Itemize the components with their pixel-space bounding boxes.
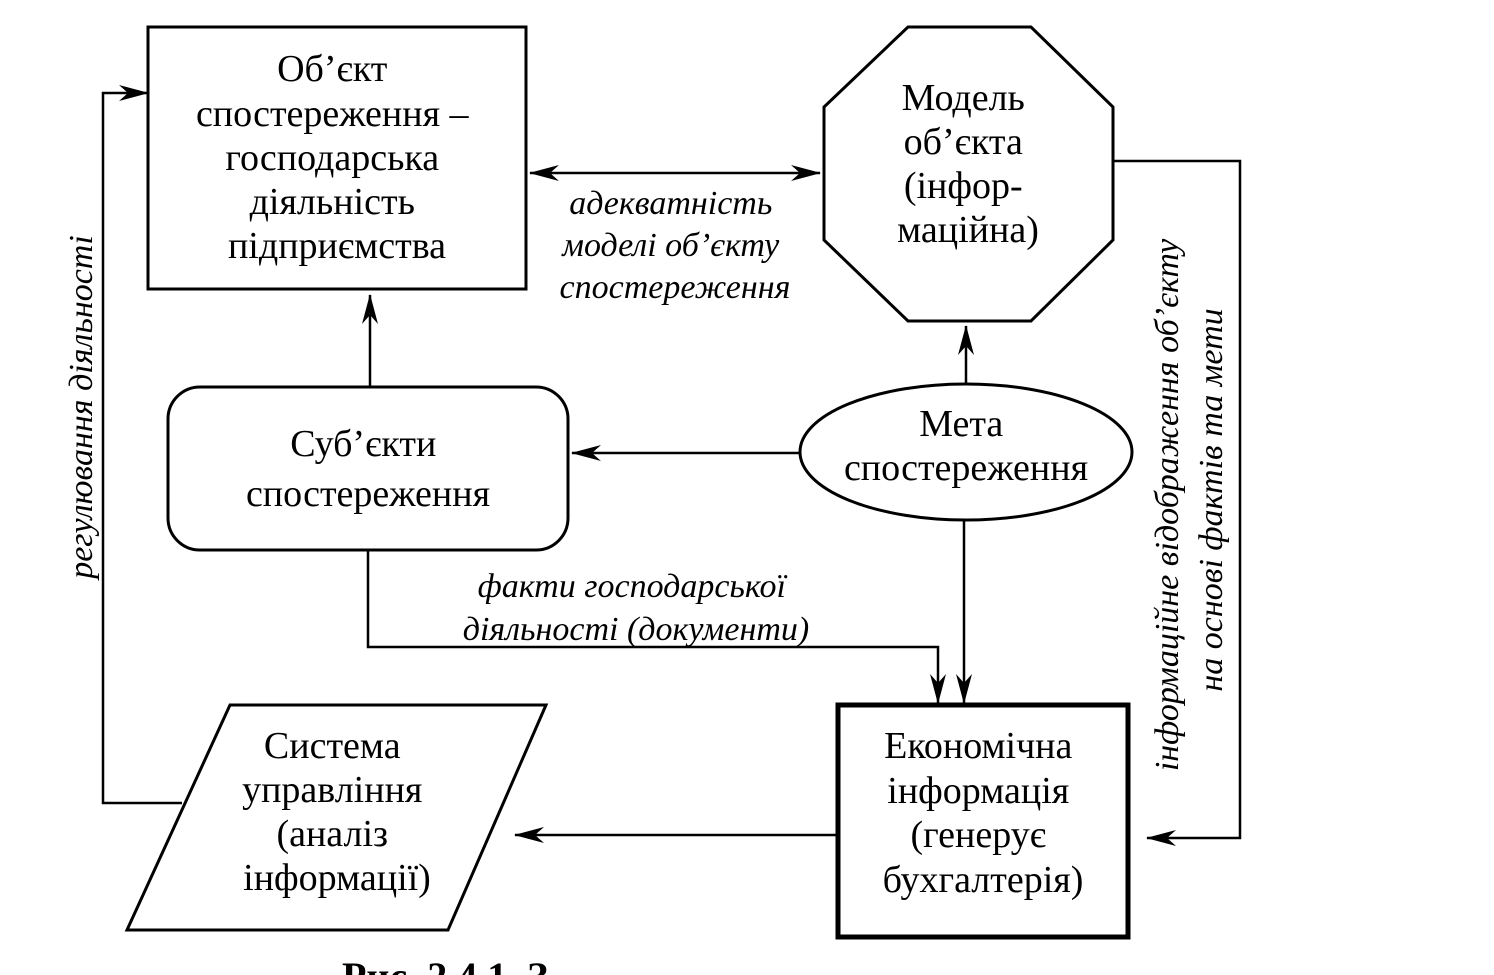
goal-ellipse: [798, 382, 1134, 522]
node-goal: Мета спостереження: [798, 382, 1134, 522]
model-line-1: Модель: [902, 77, 1025, 119]
reflection-line-2: на основі фактів та мети: [1193, 308, 1230, 691]
svg-text:Система управління: Система управління (аналіз інформації): [242, 725, 432, 899]
economic-line-3: (генерує: [910, 814, 1046, 856]
subjects-line-2: спостереження: [246, 473, 490, 515]
adequacy-line-1: адекватність: [569, 185, 772, 222]
node-model: Модель об’єкта (інфор- маційна): [822, 25, 1115, 323]
reflection-line-1: інформаційне відображення об’єкту: [1149, 238, 1186, 771]
regulation-line-1: регулювання діяльності: [63, 235, 100, 581]
goal-line-1: Мета: [919, 403, 1003, 445]
economic-line-4: бухгалтерія): [883, 859, 1084, 901]
node-management: Система управління (аналіз інформації): [124, 703, 549, 932]
management-line-2: управління: [242, 769, 422, 811]
economic-box: [835, 702, 1131, 940]
model-line-2: об’єкта: [904, 121, 1023, 163]
label-regulation: регулювання діяльності: [63, 235, 100, 581]
svg-text:на основі фактів та мети: на основі фактів та мети: [1193, 308, 1230, 691]
svg-text:Економічна інформація: Економічна інформація (генерує бухгалтер…: [883, 725, 1084, 901]
label-adequacy: адекватність моделі об’єкту спостереженн…: [560, 185, 791, 306]
svg-text:адекватність моделі об’є: адекватність моделі об’єкту спостереженн…: [560, 185, 791, 306]
goal-line-2: спостереження: [844, 447, 1088, 489]
model-line-3: (інфор-: [904, 165, 1023, 207]
regulation-arrow: [101, 85, 182, 805]
model-line-4: маційна): [897, 209, 1039, 251]
economic-line-1: Економічна: [884, 725, 1072, 767]
model-octagon: [822, 25, 1115, 323]
reflection-arrow: [1112, 159, 1242, 846]
node-subjects: Суб’єкти спостереження: [166, 385, 570, 552]
management-parallelogram: [124, 703, 549, 932]
figure-caption: Рис. 2.4.1. З: [342, 954, 548, 975]
management-line-1: Система: [264, 725, 401, 767]
adequacy-line-3: спостереження: [560, 269, 791, 306]
subjects-box: [166, 385, 570, 552]
svg-text:Модель об’єкта (ін: Модель об’єкта (інфор- маційна): [897, 77, 1039, 251]
object-line-4: діяльність: [250, 181, 415, 223]
facts-line-1: факти господарської: [478, 568, 788, 605]
management-line-3: (аналіз: [276, 813, 388, 855]
facts-line-2: діяльності (документи): [463, 611, 809, 648]
svg-text:Суб’єкти спостереження: Суб’єкти спостереження: [246, 423, 490, 515]
management-line-4: інформації): [243, 857, 431, 899]
node-object: Об’єкт спостереження – господарська діял…: [146, 25, 528, 291]
adequacy-line-2: моделі об’єкту: [561, 227, 780, 264]
object-line-1: Об’єкт: [277, 48, 388, 90]
connectors: [101, 85, 1242, 846]
economic-line-2: інформація: [887, 770, 1069, 812]
caption-text: Рис. 2.4.1. З: [342, 954, 548, 975]
svg-text:Мета спостереження: Мета спостереження: [844, 403, 1088, 489]
object-line-2: спостереження –: [196, 93, 470, 135]
subjects-line-1: Суб’єкти: [290, 423, 436, 465]
object-line-3: господарська: [225, 137, 439, 179]
svg-text:інформаційне відображення об’є: інформаційне відображення об’єкту: [1149, 238, 1186, 771]
svg-text:Об’єкт спостереження –: Об’єкт спостереження – господарська діял…: [196, 48, 478, 267]
facts-arrow: [366, 520, 946, 704]
object-box: [146, 25, 528, 291]
label-reflection: інформаційне відображення об’єкту на осн…: [1149, 238, 1230, 771]
svg-text:регулювання діяльності: регулювання діяльності: [63, 235, 100, 581]
object-line-5: підприємства: [228, 225, 446, 267]
svg-text:факти господарської діял: факти господарської діяльності (документ…: [463, 568, 809, 648]
node-economic: Економічна інформація (генерує бухгалтер…: [835, 702, 1131, 940]
label-facts: факти господарської діяльності (документ…: [463, 568, 809, 648]
